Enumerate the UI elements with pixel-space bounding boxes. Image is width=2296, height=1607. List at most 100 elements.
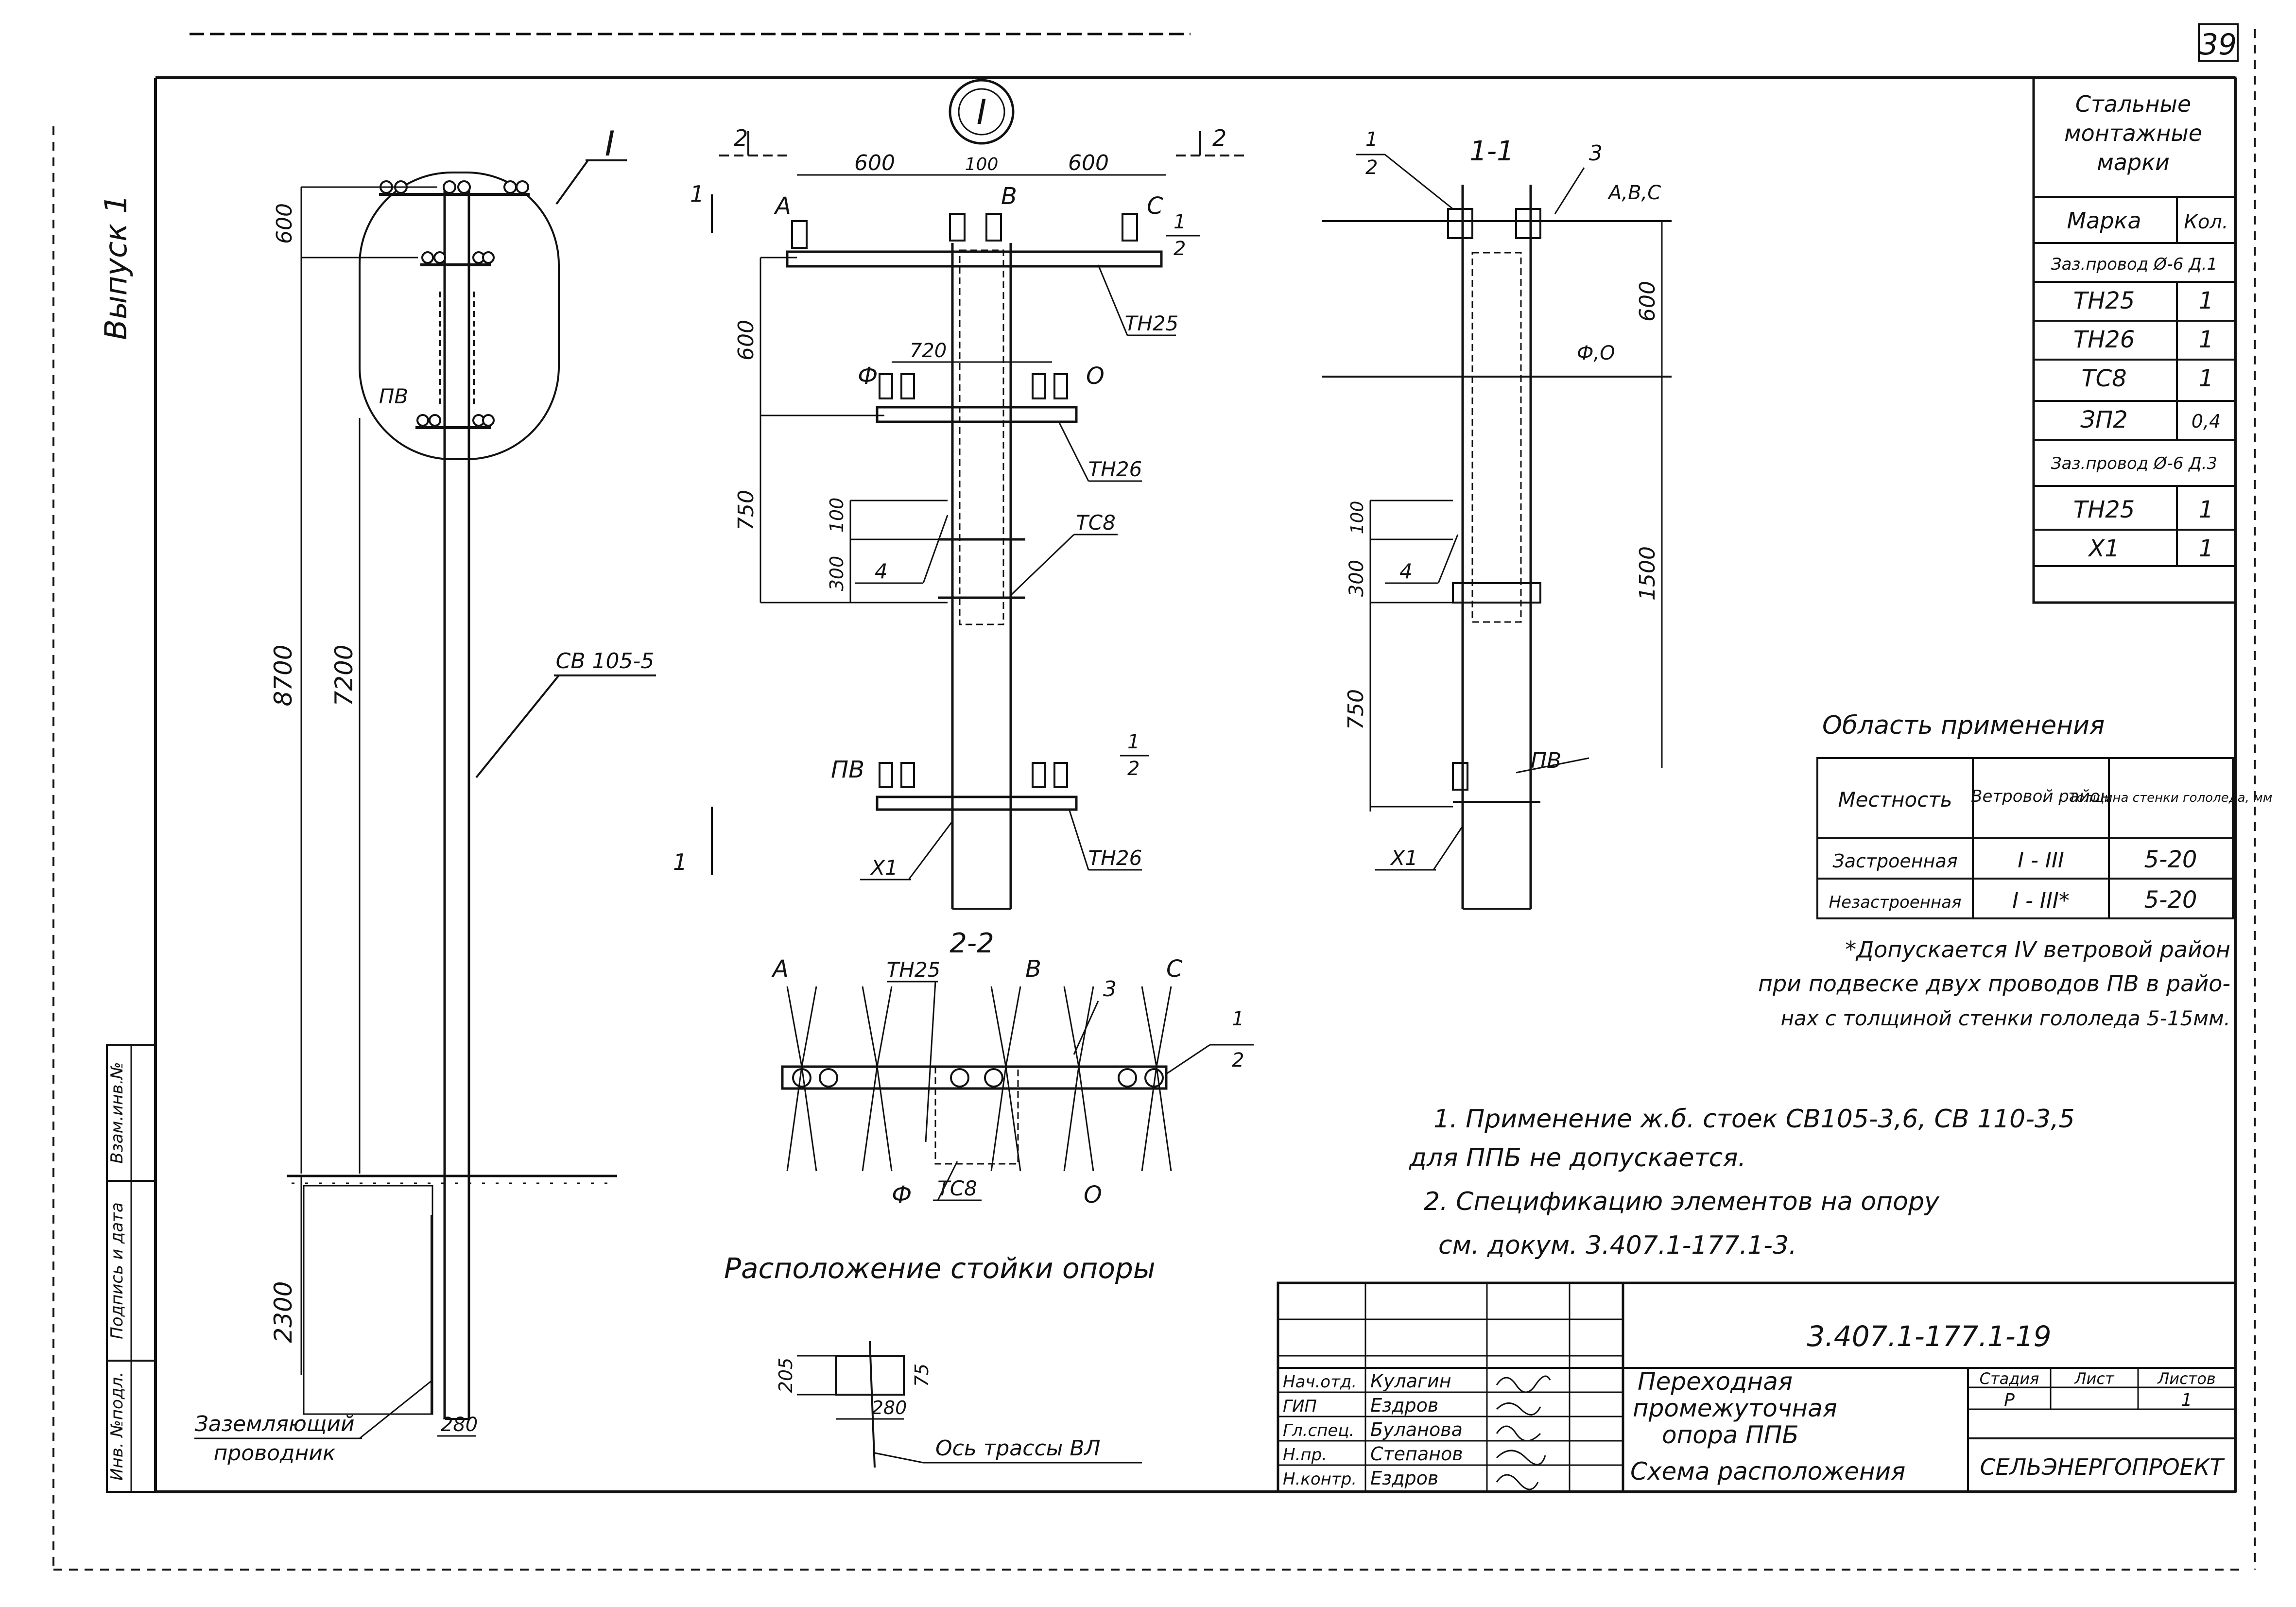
title-line-2: промежуточная [1633, 1394, 1837, 1422]
fv-callout-1-top: 1 [1174, 211, 1186, 233]
name-5: Ездров [1370, 1468, 1438, 1489]
app-row1-wind: I - III [2018, 848, 2064, 873]
axis-dim-205: 205 [775, 1358, 796, 1393]
sec22-label-O: О [1084, 1181, 1102, 1209]
fv-dim-100: 100 [965, 155, 999, 174]
sec22-label-B: В [1025, 955, 1041, 983]
marks-head-mark: Марка [2067, 207, 2141, 234]
sec11-callout-4: 4 [1399, 559, 1413, 583]
pole-dim-total: 8700 [269, 644, 297, 706]
application-table: Область применения Местность Ветровой ра… [1758, 711, 2272, 1030]
pole-mark: СВ 105-5 [556, 649, 655, 674]
sec11-dim-600: 600 [1635, 281, 1660, 322]
role-4: Н.пр. [1283, 1445, 1327, 1465]
pole-dim-wire: 7200 [330, 644, 358, 706]
binding-strip: Выпуск 1 Взам.инв.№ Подпись и дата Инв. … [98, 194, 156, 1493]
fv-dim-750: 750 [734, 490, 759, 531]
sheets-head: Листов [2157, 1369, 2216, 1388]
pole-dim-base: 280 [441, 1414, 478, 1436]
marks-group-2: Заз.провод Ø-6 Д.3 [2051, 454, 2217, 473]
note-line-4: см. докум. 3.407.1-177.1-3. [1438, 1231, 1797, 1260]
ground-conductor-label-2: проводник [214, 1441, 336, 1466]
inv-label-2: Подпись и дата [107, 1202, 127, 1339]
axis-detail: 205 280 75 Ось трассы ВЛ [775, 1341, 1142, 1468]
sec22-caption: Расположение стойки опоры [724, 1252, 1156, 1285]
fv-callout-2-top: 2 [1174, 238, 1186, 260]
role-5: Н.контр. [1283, 1469, 1357, 1489]
sec22-label-F: Ф [892, 1181, 912, 1209]
app-row1-ice: 5-20 [2144, 846, 2197, 873]
pole-dim-burial: 2300 [269, 1281, 297, 1343]
marks-table: Стальные монтажные марки Марка Кол. Заз.… [2032, 76, 2237, 604]
fv-mark-TN25: ТН25 [1125, 311, 1179, 335]
app-footnote-2: при подвеске двух проводов ПВ в райо- [1758, 970, 2230, 997]
sec11-label-FO: Ф,О [1577, 342, 1615, 364]
sec22-label-A: А [771, 955, 789, 983]
sec11-label-ABC: А,В,С [1607, 182, 1661, 204]
binding-label: Выпуск 1 [98, 194, 134, 340]
marks-row2-mark: ТН26 [2073, 326, 2135, 353]
fv-dim-600-v: 600 [734, 320, 759, 361]
fv-phase-F: Ф [858, 363, 878, 390]
app-footnote-3: нах с толщиной стенки гололеда 5-15мм. [1780, 1006, 2230, 1030]
sheets-value: 1 [2181, 1390, 2192, 1410]
sec11-callout-3: 3 [1589, 141, 1603, 166]
title-line-4: Схема расположения [1630, 1457, 1905, 1486]
marks-row4-mark: ЗП2 [2080, 406, 2127, 433]
fv-callout-4: 4 [875, 559, 888, 583]
fv-dim-600-left: 600 [854, 151, 895, 175]
app-row2-wind: I - III* [2012, 888, 2070, 913]
sec11-callout-1: 1 [1365, 128, 1378, 151]
name-2: Ездров [1370, 1395, 1438, 1416]
fv-callout-2-low: 2 [1127, 758, 1139, 780]
role-3: Гл.спец. [1283, 1421, 1354, 1440]
app-row1-locality: Застроенная [1832, 850, 1957, 872]
fv-mark-TN26-lower: ТН26 [1088, 846, 1142, 870]
sec22-callout-1: 1 [1232, 1008, 1244, 1030]
sec11-title: 1-1 [1469, 136, 1514, 167]
marks-row3-mark: ТС8 [2081, 365, 2126, 392]
pole-callout-label: I [605, 124, 615, 164]
application-title: Область применения [1822, 711, 2105, 740]
front-view: I 2 2 1 1 600 100 600 [673, 79, 1244, 910]
axis-caption: Ось трассы ВЛ [935, 1436, 1101, 1461]
marks-row5-qty: 1 [2199, 496, 2214, 523]
sec22-label-C: С [1166, 955, 1183, 983]
sec-mark-1-top: 1 [690, 181, 704, 207]
ground-conductor-label-1: Заземляющий [194, 1412, 354, 1436]
marks-row5-mark: ТН25 [2073, 496, 2135, 523]
sec-mark-2-right: 2 [1212, 125, 1226, 151]
app-head-locality: Местность [1838, 788, 1952, 812]
app-row2-ice: 5-20 [2144, 886, 2197, 914]
fv-callout-1-low: 1 [1127, 731, 1139, 753]
name-4: Степанов [1370, 1443, 1463, 1465]
marks-row6-mark: Х1 [2087, 535, 2119, 562]
sheet-head: Лист [2074, 1369, 2114, 1388]
axis-dim-75: 75 [911, 1364, 932, 1387]
notes: 1. Применение ж.б. стоек СВ105-3,6, СВ 1… [1409, 1105, 2075, 1260]
pole-elevation: I СВ 105-5 ПВ 600 8700 7200 2300 Заземля… [194, 124, 656, 1466]
marks-head-qty: Кол. [2184, 211, 2228, 233]
sec11-dim-750: 750 [1344, 689, 1368, 730]
sec22-title: 2-2 [949, 928, 994, 959]
title-line-1: Переходная [1638, 1367, 1793, 1396]
pole-pv-label: ПВ [379, 384, 408, 408]
fv-mark-TC8: ТС8 [1076, 511, 1116, 535]
fv-dim-600-right: 600 [1068, 151, 1109, 175]
name-3: Буланова [1370, 1419, 1463, 1440]
fv-dim-100-v: 100 [826, 498, 847, 533]
sec-mark-2-left: 2 [734, 125, 748, 151]
app-footnote-1: *Допускается IV ветровой район [1845, 936, 2230, 963]
section-1-1: 1-1 1 2 3 А,В,С Ф,О ПВ Х1 4 600 1500 [1322, 128, 1672, 910]
doc-number: 3.407.1-177.1-19 [1807, 1320, 2051, 1353]
app-head-wind: Ветровой район [1971, 787, 2111, 806]
marks-row1-qty: 1 [2199, 287, 2214, 314]
stage-value: Р [2004, 1390, 2015, 1410]
sec11-dim-100: 100 [1347, 501, 1367, 535]
sec22-callout-2: 2 [1232, 1049, 1244, 1071]
marks-row6-qty: 1 [2199, 535, 2214, 562]
marks-row3-qty: 1 [2199, 365, 2214, 392]
note-line-2: для ППБ не допускается. [1409, 1143, 1746, 1173]
sec11-callout-2: 2 [1365, 156, 1378, 179]
fv-dim-300: 300 [826, 556, 847, 591]
